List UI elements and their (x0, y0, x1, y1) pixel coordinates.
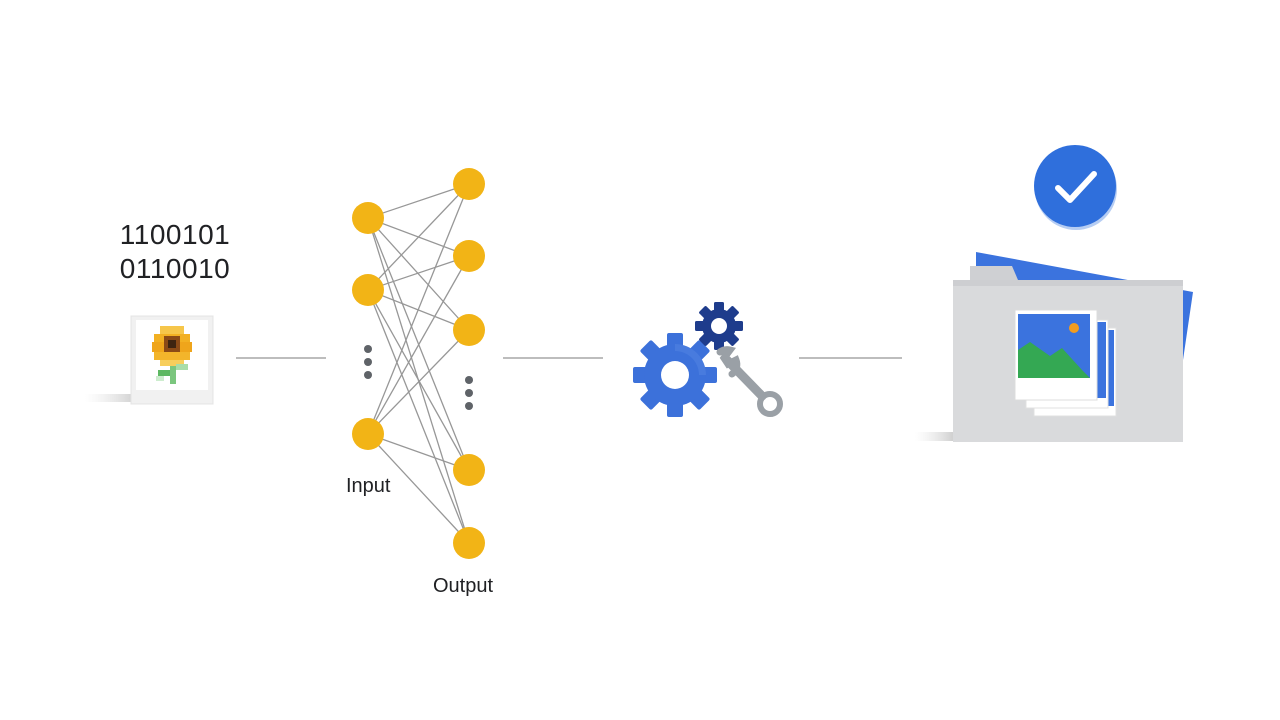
binary-line-2: 0110010 (119, 253, 231, 284)
output-node (453, 240, 485, 272)
input-node (352, 418, 384, 450)
binary-line-1: 1100101 (119, 219, 231, 250)
output-node (453, 454, 485, 486)
binary-data-text: 1100101 0110010 (100, 218, 250, 286)
input-ellipsis-icon (364, 345, 372, 379)
input-label: Input (346, 475, 391, 497)
pixelated-sunflower-image-icon (85, 315, 214, 405)
checkmark-circle-icon (1034, 145, 1117, 230)
neural-network (352, 168, 485, 559)
input-node (352, 202, 384, 234)
image-folder-icon (915, 252, 1193, 442)
gears-and-wrench-icon (633, 302, 783, 417)
output-node (453, 527, 485, 559)
input-node (352, 274, 384, 306)
output-node (453, 314, 485, 346)
output-label: Output (433, 575, 494, 597)
output-node (453, 168, 485, 200)
network-connections (367, 183, 470, 544)
landscape-photo-icon (1018, 314, 1090, 378)
wrench-icon (716, 346, 783, 417)
output-ellipsis-icon (465, 376, 473, 410)
